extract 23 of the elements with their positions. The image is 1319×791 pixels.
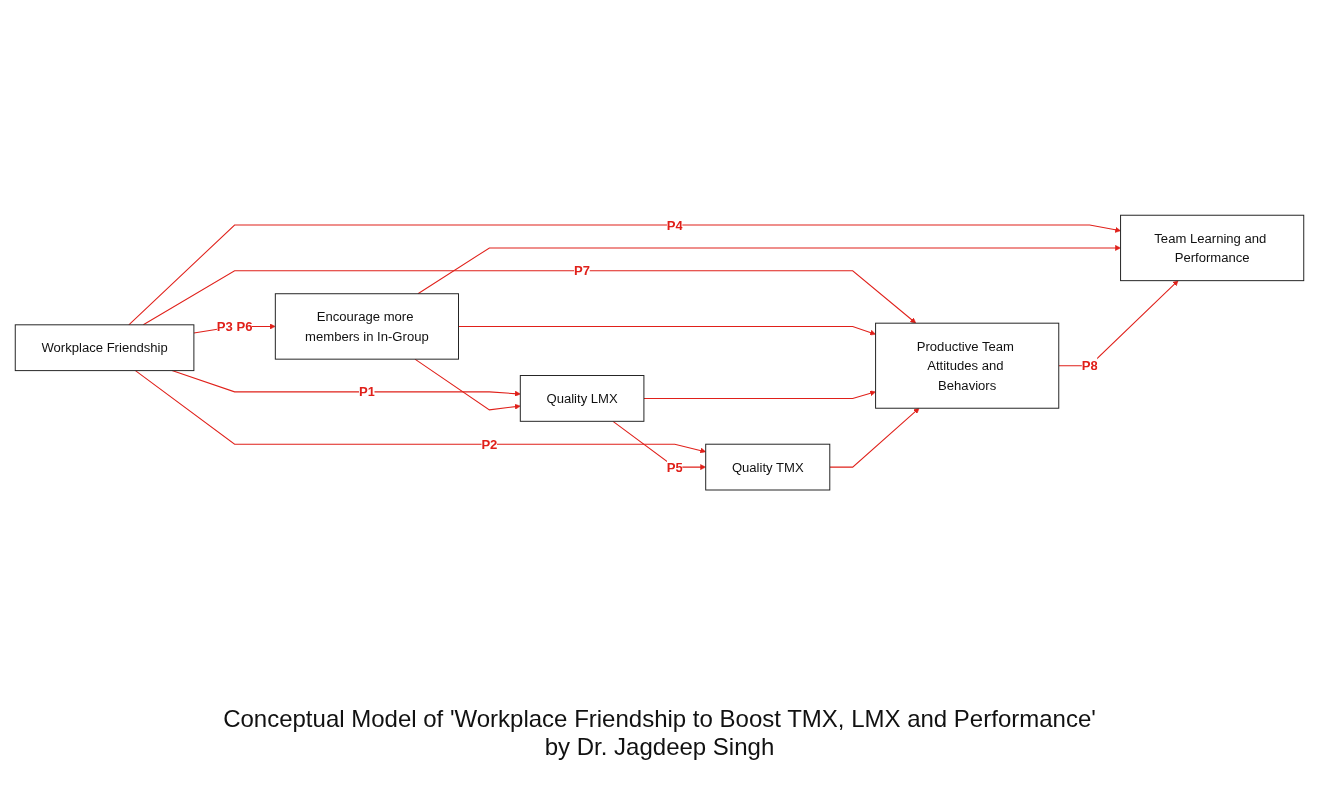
edge-label: P3 P6 (216, 319, 253, 334)
edge-label: P5 (666, 459, 683, 475)
arrow (457, 325, 876, 336)
arrow (643, 390, 876, 399)
arrow (414, 358, 521, 411)
arrow (417, 244, 1121, 295)
edge-label: P2 (481, 436, 498, 452)
edge-label: P1 (358, 384, 375, 399)
node-box: Quality LMX (519, 374, 645, 422)
arrow (829, 407, 920, 468)
node-box: Productive Team Attitudes and Behaviors (875, 322, 1060, 409)
edge-label: P8 (1081, 358, 1098, 373)
arrow (142, 270, 917, 326)
caption: Conceptual Model of 'Workplace Friendship to Boost TMX, LMX and Performance' by Dr. Jagdeep Singh (222, 705, 1097, 761)
arrow (128, 224, 1121, 326)
edge-label: P4 (666, 217, 683, 233)
node-box: Quality TMX (705, 443, 831, 491)
node-box: Encourage more members in In-Group (274, 293, 459, 360)
node-box: Team Learning and Performance (1120, 214, 1305, 281)
edge-label: P7 (574, 263, 591, 278)
arrow (1058, 280, 1179, 367)
arrow (134, 369, 706, 454)
node-box: Workplace Friendship (14, 324, 195, 371)
